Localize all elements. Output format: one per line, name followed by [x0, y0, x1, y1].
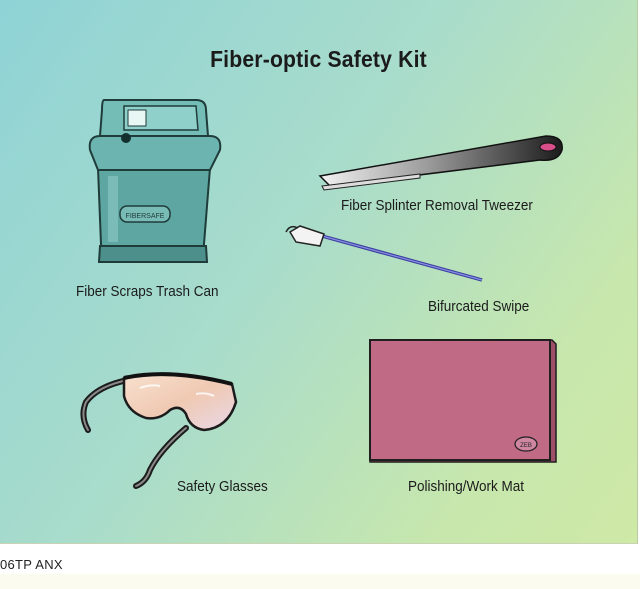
- work-mat-label: Polishing/Work Mat: [408, 478, 525, 495]
- figure-title: Fiber-optic Safety Kit: [210, 46, 427, 72]
- figure-panel: FIBERSAFE: [0, 0, 638, 544]
- glasses-label: Safety Glasses: [177, 478, 268, 495]
- figure-caption: 06TP ANX: [0, 557, 63, 572]
- work-mat-icon: [369, 339, 557, 463]
- trash-can-brand: FIBERSAFE: [126, 213, 165, 220]
- footer-strip: [0, 574, 640, 589]
- illustration-canvas: FIBERSAFE: [80, 99, 563, 489]
- swipe-icon: [285, 225, 483, 282]
- swipe-label: Bifurcated Swipe: [428, 298, 530, 315]
- trash-can-label: Fiber Scraps Trash Can: [76, 283, 219, 300]
- trash-can-icon: [88, 99, 222, 263]
- tweezer-label: Fiber Splinter Removal Tweezer: [341, 197, 533, 214]
- safety-glasses-icon: [80, 372, 238, 489]
- work-mat-badge: ZEB: [520, 443, 532, 449]
- tweezer-icon: [318, 135, 563, 191]
